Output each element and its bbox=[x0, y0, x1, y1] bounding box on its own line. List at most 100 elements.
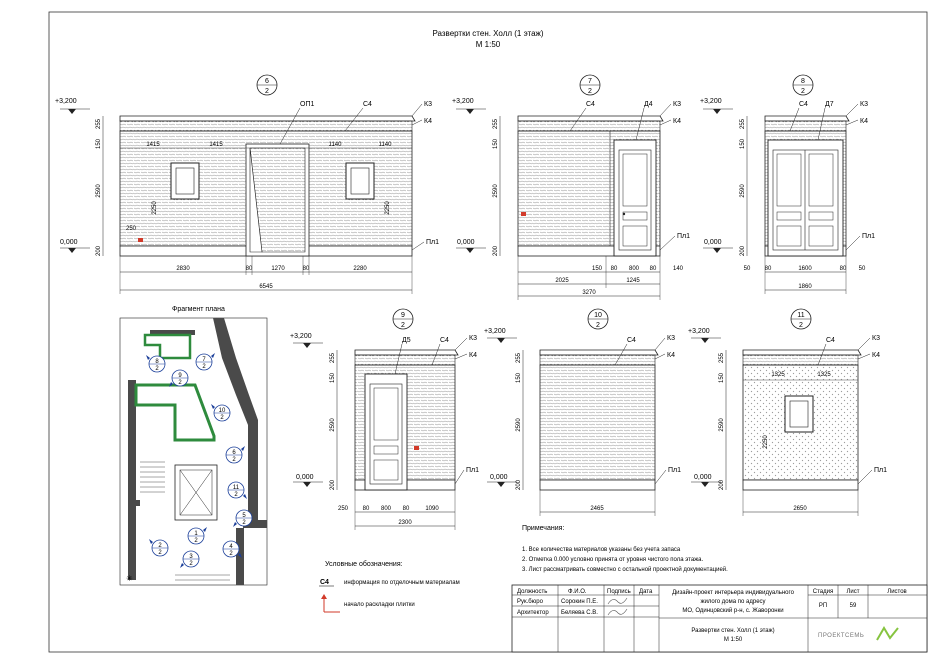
level-floor: 0,000 bbox=[296, 474, 314, 481]
dim-height: 200 bbox=[493, 245, 499, 256]
dim-bottom: 80 bbox=[650, 266, 657, 272]
plan-callout-d: 2 bbox=[178, 380, 182, 386]
note-item: 3. Лист рассматривать совместно с осталь… bbox=[522, 566, 728, 573]
tag-pl1: Пл1 bbox=[874, 467, 887, 474]
plan-callout-n: 4 bbox=[229, 544, 233, 550]
tag-c4: С4 bbox=[440, 337, 449, 344]
plan-callout-n: 8 bbox=[155, 359, 159, 365]
dim-top: 1140 bbox=[329, 142, 343, 148]
note-item: 1. Все количества материалов указаны без… bbox=[522, 547, 681, 553]
callout-number: 8 bbox=[801, 78, 805, 85]
plan-callout-d: 2 bbox=[202, 364, 206, 370]
legend-tag-text: информация по отделочным материалам bbox=[344, 580, 460, 586]
tag-k3: К3 bbox=[860, 101, 868, 108]
tag-k3: К3 bbox=[673, 101, 681, 108]
dim-total: 2650 bbox=[793, 506, 807, 512]
elevation-10: 10 2 С4 К3 К4 Пл1 +3,200 0,000 255 150 2… bbox=[484, 308, 681, 516]
callout-sheet: 2 bbox=[799, 322, 803, 329]
signature-icon bbox=[607, 608, 628, 616]
dim-height: 150 bbox=[740, 138, 746, 149]
legend: Условные обозначения: С4 информация по о… bbox=[319, 560, 460, 613]
dim-sub: 1245 bbox=[626, 278, 640, 284]
company-logo-icon bbox=[876, 626, 899, 641]
level-top: +3,200 bbox=[700, 98, 722, 105]
dim-top: 1415 bbox=[209, 142, 223, 148]
callout-number: 7 bbox=[588, 78, 592, 85]
plan-callout-n: 11 bbox=[233, 485, 240, 491]
dim-height: 200 bbox=[330, 479, 336, 490]
dim-bottom: 80 bbox=[765, 266, 772, 272]
legend-arrow-text: начало раскладки плитки bbox=[344, 602, 415, 608]
sheet-frame bbox=[48, 11, 928, 653]
tag-k4: К4 bbox=[860, 118, 868, 125]
stamp-header: Подпись bbox=[607, 589, 631, 595]
dim-height: 200 bbox=[740, 245, 746, 256]
plan-finish-area bbox=[134, 383, 216, 442]
level-top: +3,200 bbox=[290, 333, 312, 340]
dim-inner: 250 bbox=[126, 226, 137, 232]
project-line: МО, Одинцовский р-н, с. Жаворонки bbox=[682, 607, 783, 614]
company-logo: ПРОЕКТСЕМЬ bbox=[818, 633, 864, 639]
callout-sheet: 2 bbox=[265, 88, 269, 95]
tag-k4: К4 bbox=[667, 352, 675, 359]
callout-number: 6 bbox=[265, 78, 269, 85]
plan-callout-d: 2 bbox=[155, 366, 159, 372]
plan-callout-d: 2 bbox=[234, 492, 238, 498]
plan-callout-n: 10 bbox=[219, 408, 226, 414]
tag-c4: С4 bbox=[799, 101, 808, 108]
dim-height: 255 bbox=[493, 118, 499, 129]
plan-callout-d: 2 bbox=[220, 415, 224, 421]
plan-callout-n: 7 bbox=[202, 357, 206, 363]
project-line: Дизайн-проект интерьера индивидуального bbox=[672, 589, 795, 596]
tag-d4: Д4 bbox=[644, 101, 653, 108]
elevation-8: 8 2 С4 Д7 К3 К4 Пл1 +3,200 0,000 255 150 bbox=[700, 74, 875, 294]
callout-number: 10 bbox=[594, 312, 602, 319]
level-floor: 0,000 bbox=[704, 239, 722, 246]
note-item: 2. Отметка 0.000 условно принята от уров… bbox=[522, 557, 704, 563]
dim-bottom: 2280 bbox=[353, 266, 367, 272]
dim-bottom: 800 bbox=[629, 266, 640, 272]
plan-callout-d: 2 bbox=[189, 561, 193, 567]
stamp-sheet-scale: М 1:50 bbox=[724, 637, 743, 643]
dim-sub: 2025 bbox=[555, 278, 569, 284]
stamp-header: Должность bbox=[517, 589, 547, 595]
dim-height: 150 bbox=[493, 138, 499, 149]
tag-k4: К4 bbox=[469, 352, 477, 359]
dim-height: 2590 bbox=[740, 184, 746, 198]
stamp-sheet-no: 59 bbox=[850, 603, 857, 609]
elevation-11: 11 2 1325 1325 2250 С4 К3 К4 Пл1 +3,200 … bbox=[688, 308, 887, 516]
stamp-person: Беляева С.В. bbox=[561, 610, 598, 616]
tag-pl1: Пл1 bbox=[862, 233, 875, 240]
plan-callouts: 82 72 92 102 62 112 52 12 32 42 22 bbox=[146, 353, 253, 568]
dim-height: 150 bbox=[719, 372, 725, 383]
dim-bottom: 140 bbox=[673, 266, 684, 272]
notes-block: Примечания: 1. Все количества материалов… bbox=[522, 525, 728, 573]
stamp-stage: РП bbox=[819, 603, 827, 609]
dim-bottom: 2830 bbox=[176, 266, 190, 272]
plan-fragment: Фрагмент плана ✳ 82 72 92 102 6 bbox=[119, 306, 268, 586]
stamp-col-header: Листов bbox=[887, 589, 907, 595]
project-line: жилого дома по адресу bbox=[700, 599, 765, 605]
dim-bottom: 150 bbox=[592, 266, 603, 272]
stamp-role: Архитектор bbox=[517, 610, 549, 616]
elevation-9: 9 2 Д5 С4 К3 К4 Пл1 +3,200 0,000 255 150… bbox=[290, 308, 479, 530]
dim-height: 2590 bbox=[493, 184, 499, 198]
tag-pl1: Пл1 bbox=[426, 239, 439, 246]
tag-k3: К3 bbox=[667, 335, 675, 342]
dim-height: 2590 bbox=[719, 418, 725, 432]
tag-op1: ОП1 bbox=[300, 101, 314, 108]
plan-callout-d: 2 bbox=[242, 520, 246, 526]
dim-bottom: 1090 bbox=[425, 506, 439, 512]
signature-icon bbox=[607, 597, 628, 605]
dim-top: 1325 bbox=[817, 372, 831, 378]
tag-k4: К4 bbox=[673, 118, 681, 125]
dim-height: 2590 bbox=[516, 418, 522, 432]
callout-sheet: 2 bbox=[401, 322, 405, 329]
tag-k3: К3 bbox=[469, 335, 477, 342]
dim-height: 255 bbox=[516, 352, 522, 363]
dim-bottom: 1270 bbox=[271, 266, 285, 272]
tag-c4: С4 bbox=[586, 101, 595, 108]
sheet-title: Развертки стен. Холл (1 этаж) bbox=[432, 29, 543, 38]
dim-height: 200 bbox=[96, 245, 102, 256]
